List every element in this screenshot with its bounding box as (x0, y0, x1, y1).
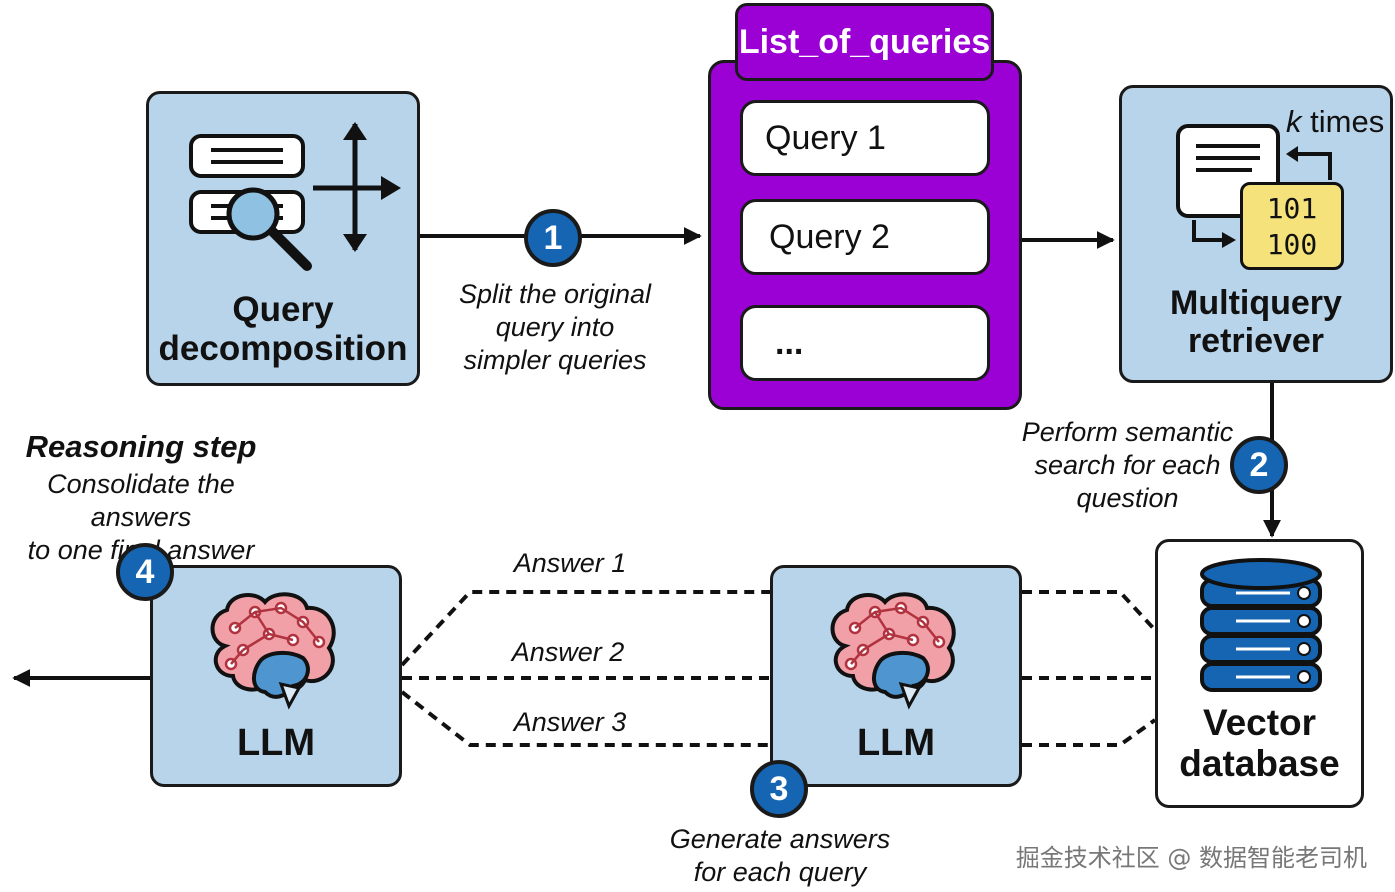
brain-icon (830, 592, 956, 710)
binary-line-2: 100 (1266, 228, 1318, 261)
times-word: times (1310, 104, 1385, 139)
query-item-2-label: Query 2 (769, 217, 890, 256)
step-2-caption: Perform semantic search for each questio… (1021, 417, 1234, 513)
query-decomposition-box: Query decomposition (146, 91, 420, 386)
binary-data-block: 101 100 (1240, 182, 1344, 270)
binary-line-1: 101 (1266, 192, 1318, 225)
step-3-caption: Generate answers for each query (669, 824, 891, 887)
k-times-label: k times (1286, 104, 1384, 140)
llm-left-label: LLM (236, 722, 316, 764)
step-1-badge: 1 (524, 209, 582, 267)
watermark: 掘金技术社区 @ 数据智能老司机 (1015, 844, 1367, 872)
k-letter: k (1286, 104, 1302, 139)
vector-database-label: Vector database (1179, 702, 1340, 785)
query-decomposition-label: Query decomposition (158, 290, 408, 369)
answer-paths (400, 590, 1157, 747)
answer-1-label: Answer 1 (513, 548, 627, 578)
vector-database-box: Vector database (1155, 539, 1364, 808)
step-2-badge: 2 (1230, 436, 1288, 494)
step-1-caption: Split the original query into simpler qu… (458, 279, 652, 375)
query-item-more-label: ... (775, 323, 804, 362)
db-path-1 (1022, 590, 1157, 632)
list-of-queries-title: List_of_queries (738, 22, 991, 61)
reasoning-step-title: Reasoning step (25, 429, 257, 464)
answer-2-label: Answer 2 (511, 637, 625, 667)
query-item-2: Query 2 (740, 199, 990, 275)
brain-icon (210, 592, 336, 710)
step-4-badge: 4 (116, 543, 174, 601)
query-item-more: ... (740, 305, 990, 381)
query-item-1: Query 1 (740, 100, 990, 176)
multiquery-retriever-box: 101 100 k times Multiquery retriever (1119, 85, 1393, 383)
llm-left-box: LLM (150, 565, 402, 787)
document-search-icon (189, 122, 401, 271)
answer-3-label: Answer 3 (513, 707, 627, 737)
list-of-queries-title-tab: List_of_queries (735, 3, 994, 81)
llm-middle-label: LLM (856, 722, 936, 764)
database-icon (1200, 558, 1322, 692)
step-3-badge: 3 (750, 760, 808, 818)
answer-path-3 (400, 690, 770, 747)
multiquery-retriever-label: Multiquery retriever (1170, 284, 1342, 361)
llm-middle-box: LLM (770, 565, 1022, 787)
query-item-1-label: Query 1 (765, 118, 886, 157)
db-path-3 (1022, 718, 1157, 747)
